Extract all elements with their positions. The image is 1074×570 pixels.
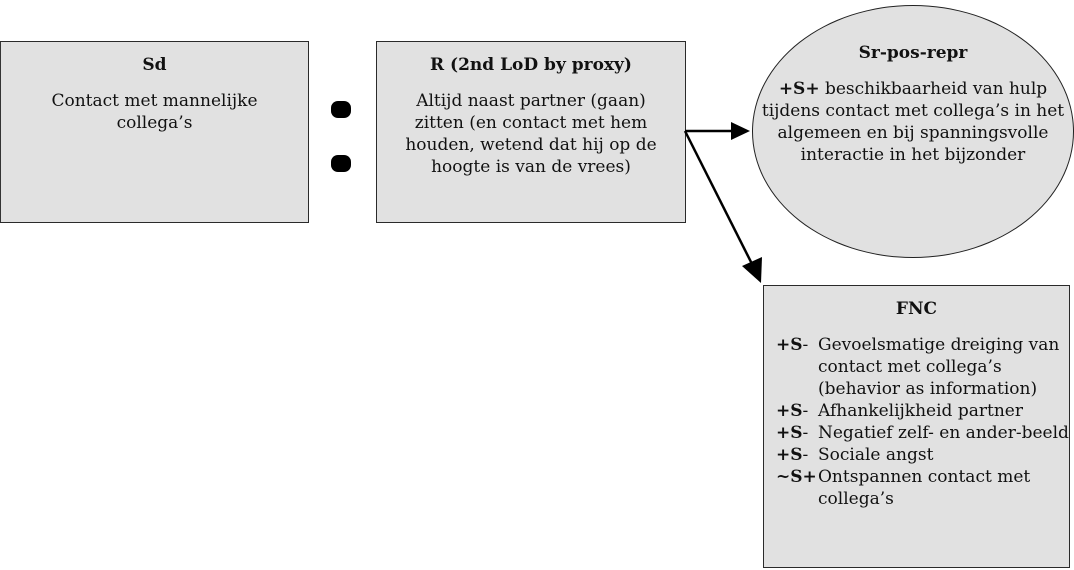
fnc-item: +S-Gevoelsmatige dreiging van contact me…	[776, 334, 1069, 400]
fnc-mark-main: +S	[776, 401, 803, 421]
r-box: R (2nd LoD by proxy) Altijd naast partne…	[376, 41, 686, 223]
fnc-list: +S-Gevoelsmatige dreiging van contact me…	[764, 334, 1069, 510]
fnc-mark-main: +S	[776, 445, 803, 465]
sr-title: Sr-pos-repr	[858, 43, 968, 63]
fnc-mark-main: +S	[776, 335, 803, 355]
sr-text: +S+ beschikbaarheid van hulp tijdens con…	[753, 78, 1073, 166]
fnc-item-mark: +S-	[776, 400, 818, 422]
arrow-r-to-fnc-head	[742, 257, 762, 283]
fnc-item: +S-Negatief zelf- en ander-beeld	[776, 422, 1069, 444]
sd-box: Sd Contact met mannelijke collega’s	[0, 41, 309, 223]
fnc-item-text: Negatief zelf- en ander-beeld	[818, 423, 1069, 443]
sd-title: Sd	[142, 55, 167, 75]
fnc-item-text: Afhankelijkheid partner	[818, 401, 1023, 421]
fnc-mark-main: ~S+	[776, 467, 817, 487]
fnc-item-mark: +S-	[776, 334, 818, 400]
sd-text: Contact met mannelijke collega’s	[51, 91, 258, 133]
fnc-item-text: Gevoelsmatige dreiging van contact met c…	[818, 335, 1060, 399]
fnc-mark-sign: -	[802, 335, 809, 355]
sr-ellipse: Sr-pos-repr +S+ beschikbaarheid van hulp…	[752, 5, 1074, 258]
fnc-item: ~S+Ontspannen contact met collega’s	[776, 466, 1069, 510]
fnc-item-mark: +S-	[776, 444, 818, 466]
fnc-mark-main: +S	[776, 423, 803, 443]
arrow-r-to-sr-head	[731, 122, 750, 140]
fnc-item-mark: +S-	[776, 422, 818, 444]
colon-dot-top	[331, 101, 351, 118]
fnc-item-mark: ~S+	[776, 466, 818, 510]
colon-dot-bottom	[331, 155, 351, 172]
fnc-title: FNC	[895, 299, 938, 319]
sr-prefix: +S+	[778, 79, 820, 99]
fnc-box: FNC +S-Gevoelsmatige dreiging van contac…	[763, 285, 1070, 568]
sr-body: beschikbaarheid van hulp tijdens contact…	[761, 79, 1065, 165]
r-title: R (2nd LoD by proxy)	[430, 55, 632, 75]
fnc-mark-sign: -	[802, 445, 809, 465]
fnc-mark-sign: -	[802, 401, 809, 421]
fnc-item-text: Ontspannen contact met collega’s	[818, 467, 1031, 509]
fnc-mark-sign: -	[802, 423, 809, 443]
fnc-item-text: Sociale angst	[818, 445, 934, 465]
arrow-r-to-fnc-line	[683, 130, 754, 265]
fnc-item: +S-Afhankelijkheid partner	[776, 400, 1069, 422]
fnc-item: +S-Sociale angst	[776, 444, 1069, 466]
r-text: Altijd naast partner (gaan) zitten (en c…	[405, 91, 657, 177]
